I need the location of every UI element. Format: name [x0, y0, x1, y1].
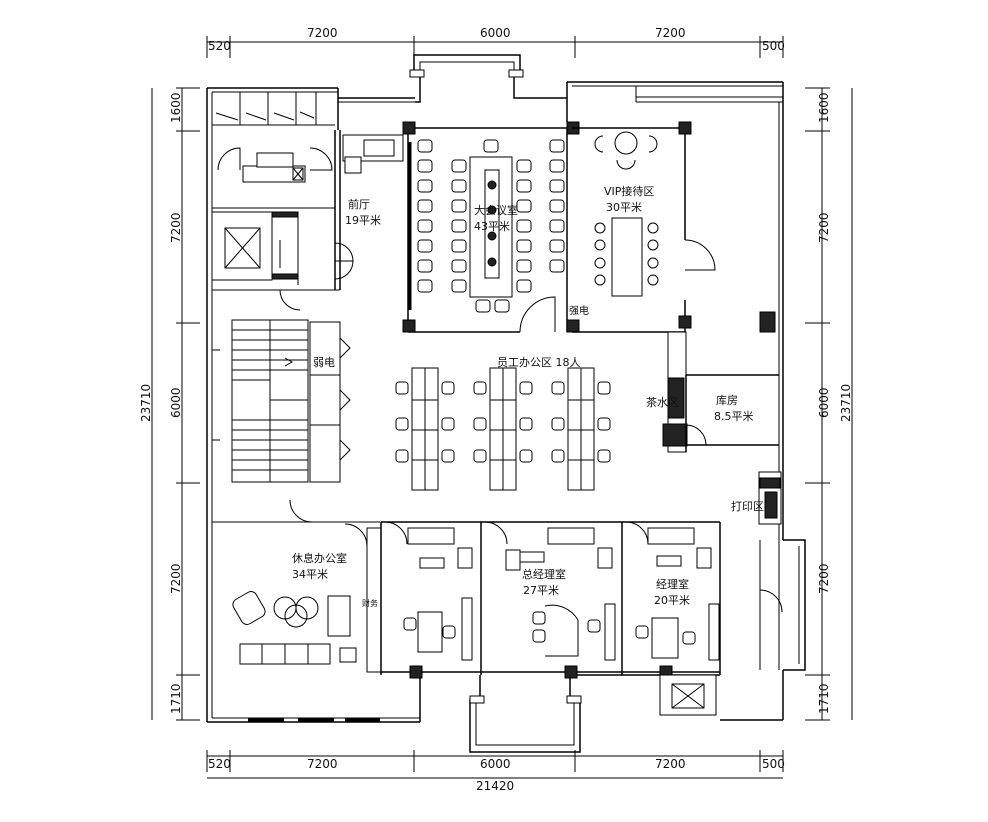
dim-bottom-4: 7200	[655, 757, 686, 771]
vip-area	[572, 121, 776, 375]
gm-area: 27平米	[523, 584, 559, 597]
staff-name: 员工办公区 18人	[497, 356, 581, 369]
storage-name: 库房	[716, 394, 738, 407]
outer-walls	[206, 54, 806, 753]
dim-right-1: 1600	[817, 92, 831, 123]
desk-cluster-1	[395, 367, 455, 491]
dim-top-4: 7200	[655, 26, 686, 40]
dim-right-3: 6000	[817, 387, 831, 418]
manager-name: 经理室	[656, 577, 689, 591]
dim-left-2: 7200	[169, 212, 183, 243]
vip-name: VIP接待区	[604, 184, 654, 198]
dim-total-height-left: 23710	[139, 384, 153, 422]
dim-top-5: 500	[762, 39, 785, 53]
strong-elec-name: 强电	[569, 304, 589, 317]
dim-right-4: 7200	[817, 563, 831, 594]
bottom-rooms	[232, 521, 721, 716]
dim-left-4: 7200	[169, 563, 183, 594]
staff-area	[395, 367, 611, 491]
lounge-area: 34平米	[292, 568, 328, 581]
dim-left-1: 1600	[169, 92, 183, 123]
dim-bottom-2: 7200	[307, 757, 338, 771]
dim-right-2: 7200	[817, 212, 831, 243]
dimension-left: 1600 7200 6000 7200 1710 23710	[139, 87, 200, 721]
service-area	[662, 331, 783, 613]
storage-area: 8.5平米	[714, 410, 754, 423]
dim-total-width: 21420	[476, 779, 514, 793]
lobby-name: 前厅	[348, 197, 370, 211]
meeting-name: 大会议室	[474, 203, 518, 217]
desk-cluster-2	[473, 367, 533, 491]
lounge-name: 休息办公室	[292, 551, 347, 565]
dimension-bottom: 520 7200 6000 7200 500 21420	[206, 750, 785, 793]
gm-name: 总经理室	[522, 567, 566, 581]
dim-bottom-3: 6000	[480, 757, 511, 771]
desk-cluster-3	[551, 367, 611, 491]
dimension-top: 520 7200 6000 7200 500	[206, 26, 785, 58]
dim-right-5: 1710	[817, 683, 831, 714]
dim-top-1: 520	[208, 39, 231, 53]
core-area	[211, 92, 404, 523]
tea-name: 茶水区	[646, 396, 679, 409]
finance-name: 财务	[362, 598, 378, 608]
dimension-right: 1600 7200 6000 7200 1710 23710	[805, 87, 853, 721]
room-labels: 前厅 19平米 大会议室 43平米 VIP接待区 30平米 弱电 强电 员工办公…	[292, 184, 764, 608]
lobby-area: 19平米	[345, 214, 381, 227]
dim-left-5: 1710	[169, 683, 183, 714]
vip-area: 30平米	[606, 201, 642, 214]
weak-elec-name: 弱电	[313, 356, 335, 369]
dim-bottom-5: 500	[762, 757, 785, 771]
dim-bottom-1: 520	[208, 757, 231, 771]
dim-left-3: 6000	[169, 387, 183, 418]
print-name: 打印区	[731, 499, 764, 513]
manager-area: 20平米	[654, 594, 690, 607]
meeting-area: 43平米	[474, 220, 510, 233]
dim-total-height-right: 23710	[839, 384, 853, 422]
dim-top-2: 7200	[307, 26, 338, 40]
dim-top-3: 6000	[480, 26, 511, 40]
